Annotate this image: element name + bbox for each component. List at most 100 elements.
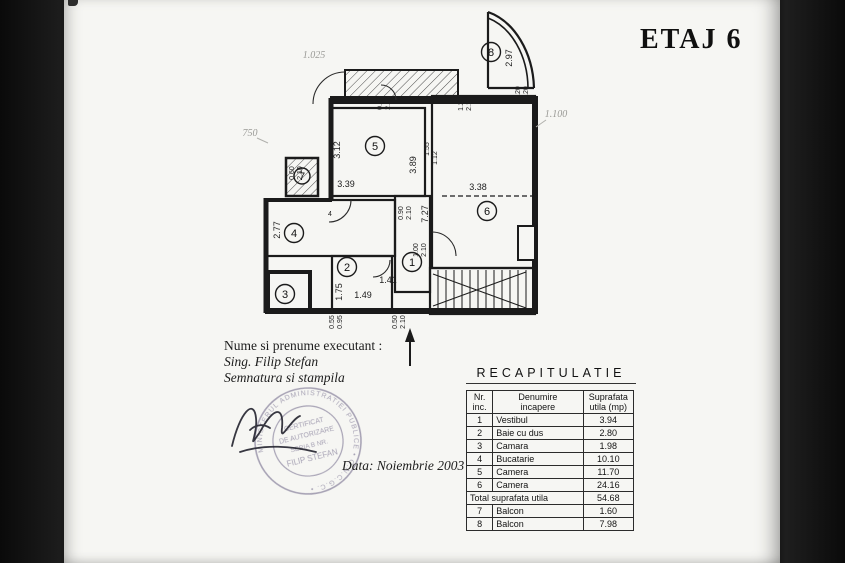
entry-arrow: [405, 328, 415, 366]
dim-label: 750: [243, 128, 258, 139]
door-arc: [431, 231, 457, 257]
dim-label: 3.38: [469, 182, 487, 192]
terrace-hatch: [344, 69, 459, 98]
room-5-outline: [328, 106, 427, 198]
cell-area: 11.70: [582, 465, 635, 479]
dim-label: 1.20: [523, 86, 530, 100]
room-3-outline: [266, 270, 312, 314]
room-number: 8: [488, 47, 494, 59]
door-arc: [328, 199, 352, 223]
cell-name: Bucatarie: [492, 452, 584, 466]
header-area-line1: Suprafata: [588, 392, 628, 402]
dim-label: 1.20: [515, 86, 522, 100]
recap-title: RECAPITULATIE: [466, 366, 636, 384]
cell-name: Balcon: [492, 504, 584, 518]
cell-nr: 6: [465, 478, 494, 492]
dim-label: 1.100: [545, 109, 568, 120]
dimension-labels: 1.025 2.97 0.90 2.10 1.20 2.10 1.20 1.20…: [243, 49, 568, 329]
floor-plan: 1 2 3 4 5 6 7 8 1.025 2.97 0.90 2.10 1.2…: [231, 10, 568, 503]
dim-label: 2.10: [406, 206, 413, 220]
room-2-outline: [330, 254, 394, 314]
room-marker: 6: [476, 200, 498, 222]
dim-label: 0.95: [337, 315, 344, 329]
room-4-outline: [263, 198, 397, 258]
cell-nr: 5: [465, 465, 494, 479]
signature: [231, 407, 317, 453]
room-marker: 2: [336, 256, 358, 278]
balcony-arc-outer: [487, 10, 536, 89]
dim-label: 2.97: [504, 49, 514, 67]
room-7-outline: [284, 156, 320, 198]
cell-name: Vestibul: [492, 413, 584, 427]
room-number: 5: [372, 141, 378, 153]
cell-nr: 3: [465, 439, 494, 453]
cell-nr: 1: [465, 413, 494, 427]
room-marker: 4: [283, 222, 305, 244]
dim-label: 3.12: [332, 141, 342, 159]
svg-text:MINISTERUL ADMINISTRATIEI PUBL: MINISTERUL ADMINISTRATIEI PUBLICE • O.N.…: [246, 379, 370, 503]
room-marker: 5: [364, 135, 386, 157]
dim-label: 1.025: [303, 50, 326, 61]
cell-area: 10.10: [582, 452, 635, 466]
dim-label: 0.90: [398, 206, 405, 220]
header-name-line1: Denumire: [518, 392, 558, 402]
stamp-ring-text: MINISTERUL ADMINISTRATIEI PUBLICE • O.N.…: [246, 379, 370, 503]
cell-nr: 8: [465, 517, 494, 531]
dim-label: 1.20: [458, 97, 465, 111]
room-markers: 1 2 3 4 5 6 7 8: [274, 41, 502, 305]
room-number: 4: [291, 228, 297, 240]
cell-area: 1.60: [582, 504, 635, 518]
cell-nr: 2: [465, 426, 494, 440]
executor-label: Nume si prenume executant :: [224, 338, 383, 353]
room-number: 1: [409, 257, 415, 269]
cell-name: Camera: [492, 478, 584, 492]
header-nr-line1: Nr.: [473, 392, 486, 402]
header-nr-line2: inc.: [472, 402, 487, 412]
cell-area: 7.98: [582, 517, 635, 531]
scan-corner-artifact: [68, 0, 78, 6]
dim-label: 1.49: [354, 290, 372, 300]
room-marker: 1: [401, 251, 423, 273]
dim-label: 2.10: [385, 96, 392, 110]
cell-name: Balcon: [492, 517, 584, 531]
cell-area: 24.16: [582, 478, 635, 492]
page-title: ETAJ 6: [640, 24, 743, 55]
dim-label: 1.12: [432, 151, 439, 165]
door-arc: [372, 259, 391, 278]
dim-label: 0.50: [392, 315, 399, 329]
stairs: [428, 266, 537, 316]
dim-label: 2.77: [272, 221, 282, 239]
room-marker: 8: [480, 41, 502, 63]
dim-label: 2.10: [400, 315, 407, 329]
room-number: 6: [484, 206, 490, 218]
cell-area: 3.94: [582, 413, 635, 427]
dim-label: 1.41: [379, 275, 397, 285]
signature-label: Semnatura si stampila: [224, 370, 345, 385]
header-name-line2: incapere: [520, 402, 556, 412]
dim-label: 0.55: [329, 315, 336, 329]
pencil-marks: [256, 119, 547, 144]
room-1-outline: [393, 194, 432, 294]
dim-label: 3.89: [408, 156, 418, 174]
door-arc: [312, 71, 346, 105]
cell-area: 2.80: [582, 426, 635, 440]
cell-nr: 4: [465, 452, 494, 466]
scan-page: ETAJ 6: [64, 0, 780, 563]
room-marker: 7: [293, 167, 311, 185]
executor-name: Sing. Filip Stefan: [224, 354, 319, 369]
dim-label: 3.39: [337, 179, 355, 189]
cell-total-label: Total suprafata utila: [466, 491, 584, 505]
balcony-arc-inner: [487, 17, 529, 89]
executor-block: Nume si prenume executant : Sing. Filip …: [224, 338, 382, 386]
cell-area: 1.98: [582, 439, 635, 453]
